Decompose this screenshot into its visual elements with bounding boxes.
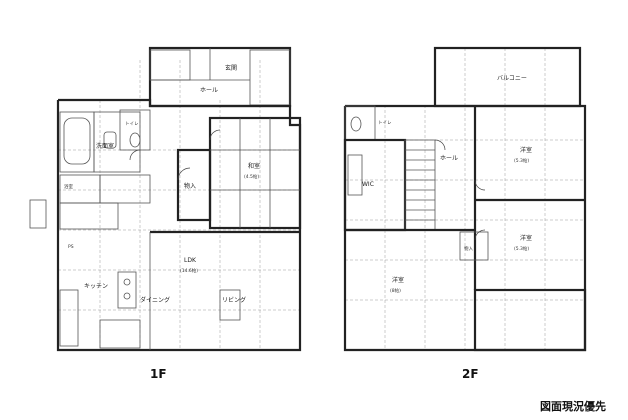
2f-bottom-closet <box>473 288 587 352</box>
kitchen-island <box>117 271 137 309</box>
washitsu-walls <box>208 116 302 230</box>
bathtub-shape <box>63 117 91 165</box>
label-bedroom-2-size: (5.3帖) <box>514 245 529 252</box>
label-ldk-size: (14.6帖) <box>180 267 198 274</box>
label-dining: ダイニング <box>140 296 170 304</box>
floor-1-plan: 玄関 ホール トイレ 洗面室 浴室 物入 和室 (4.5帖) LDK (14.6… <box>29 46 302 381</box>
label-genkan: 玄関 <box>225 64 237 72</box>
floor-1-genkan-hatch <box>249 49 291 106</box>
label-master-bedroom: 洋室 <box>392 276 404 284</box>
wic-walls <box>343 138 407 232</box>
floor-1-porch-hatch <box>149 49 191 81</box>
label-bath: 浴室 <box>64 183 73 190</box>
2f-toilet-area <box>344 105 376 141</box>
label-washroom: 洗面室 <box>96 142 114 150</box>
toilet-area <box>119 109 151 151</box>
label-washitsu: 和室 <box>248 162 260 170</box>
label-1f-storage: 物入 <box>184 182 196 190</box>
exterior-unit <box>29 199 47 229</box>
label-master-bedroom-size: (8帖) <box>390 287 401 294</box>
floor-2-plan: バルコニー トイレ ホール WIC 洋室 (5.3帖) 洋室 (5.3帖) 洋室… <box>343 46 587 381</box>
label-washitsu-size: (4.5帖) <box>244 173 259 180</box>
label-wic: WIC <box>362 181 374 188</box>
floor-2-label: 2F <box>462 367 479 381</box>
label-living: リビング <box>222 296 246 304</box>
sink-shape <box>103 131 117 149</box>
label-2f-hall: ホール <box>440 155 458 162</box>
kitchen-counter <box>59 289 79 347</box>
disclaimer-note: 図面現況優先 <box>540 399 606 413</box>
living-furniture <box>219 289 241 321</box>
label-bedroom-2: 洋室 <box>520 234 532 242</box>
label-2f-toilet: トイレ <box>378 121 392 126</box>
floor-1-label: 1F <box>150 367 167 381</box>
label-kitchen: キッチン <box>84 283 108 290</box>
label-bedroom-1-size: (5.3帖) <box>514 157 529 164</box>
floor-1-entrance-block <box>148 46 292 108</box>
label-pantry: PS <box>68 244 74 250</box>
staircase <box>404 139 436 231</box>
2f-storage-box <box>459 231 489 261</box>
label-balcony: バルコニー <box>497 75 527 82</box>
label-1f-hall: ホール <box>200 87 218 94</box>
label-bedroom-1: 洋室 <box>520 146 532 154</box>
label-1f-toilet: トイレ <box>125 122 139 127</box>
label-2f-storage: 物入 <box>464 245 473 252</box>
bath-area <box>59 111 95 173</box>
floor-1-outer-wall <box>56 98 302 352</box>
label-ldk: LDK <box>184 257 197 264</box>
toilet-shape <box>129 132 141 148</box>
washroom-area <box>93 111 141 173</box>
floor-1-grid <box>58 60 300 350</box>
